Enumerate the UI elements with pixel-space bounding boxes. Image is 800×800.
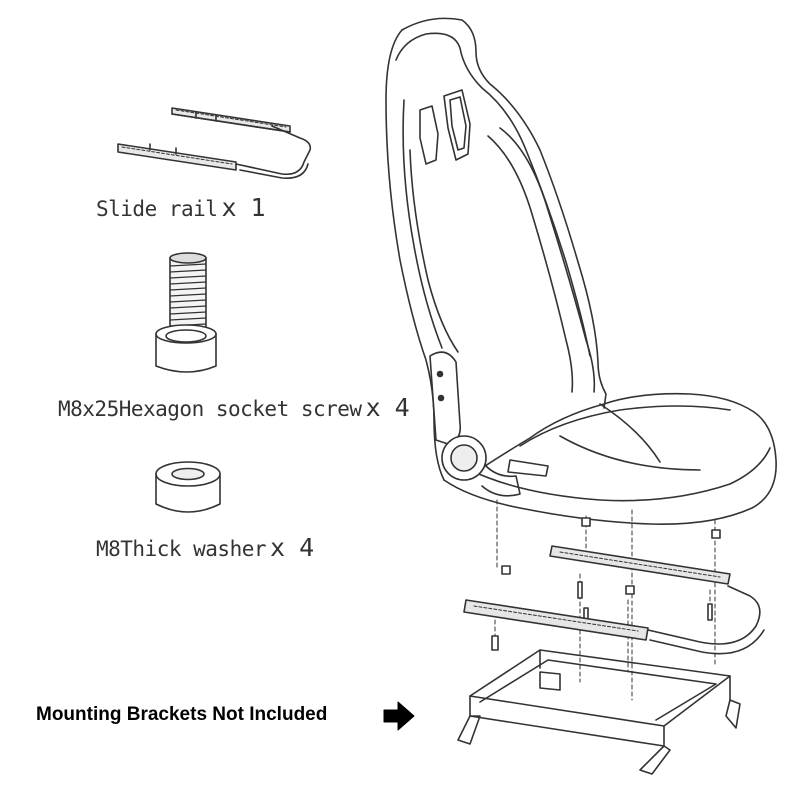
slide-rail-name: Slide rail bbox=[96, 197, 218, 221]
slide-rail-illustration bbox=[117, 107, 312, 180]
racing-seat-illustration bbox=[385, 17, 777, 525]
washer-name: M8Thick washer bbox=[96, 537, 267, 561]
thick-washer-illustration bbox=[155, 461, 221, 513]
socket-screw-name: M8x25Hexagon socket screw bbox=[58, 397, 362, 421]
slide-rail-qty: x 1 bbox=[221, 193, 266, 222]
washer-qty: x 4 bbox=[270, 533, 314, 562]
socket-screw-qty: x 4 bbox=[365, 393, 410, 422]
exploded-mounting-illustration bbox=[457, 499, 765, 775]
right-arrow-icon bbox=[383, 701, 415, 731]
brackets-notice: Mounting Brackets Not Included bbox=[36, 704, 328, 725]
socket-screw-illustration bbox=[155, 252, 217, 373]
mounting-screws bbox=[491, 517, 721, 651]
